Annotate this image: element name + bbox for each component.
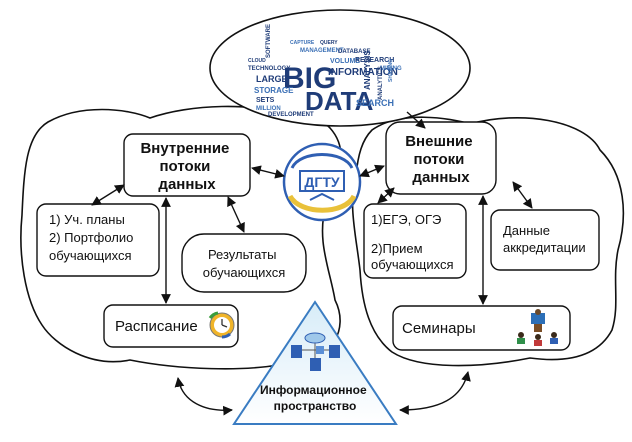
word-cloud-word: ANALYTICS (378, 66, 384, 100)
plans-line-2: 2) Портфолио (49, 230, 133, 245)
external-title-line-2: потоки (413, 151, 464, 168)
word-cloud-word: DEVELOPMENT (268, 112, 314, 118)
external-title-line-1: Внешние (405, 133, 472, 150)
network-servers-icon (291, 332, 340, 371)
seminars-box (392, 305, 571, 351)
accreditation-line-2: аккредитации (503, 240, 586, 255)
exams-line-4: обучающихся (371, 257, 454, 272)
exams-line-3: 2)Прием (371, 241, 423, 256)
results-text: Результаты обучающихся (203, 247, 286, 280)
schedule-text: Расписание (115, 318, 198, 335)
info-space-line-1: Информационное (260, 383, 367, 397)
word-cloud-word: QUERY (320, 40, 338, 46)
word-cloud-word: SOFTWARE (266, 24, 272, 58)
arrow-external-to-exams (377, 187, 395, 204)
word-cloud-word: CAPTURE (290, 40, 315, 46)
arrow-left-cloud-to-info (174, 377, 233, 416)
results-box (181, 233, 307, 293)
plans-line-3: обучающихся (49, 248, 132, 263)
word-cloud-word: SHARING (388, 59, 394, 82)
arrow-ellipse-to-external (406, 111, 426, 129)
arrow-internal-to-results (227, 196, 245, 233)
schedule-box (103, 304, 239, 348)
dgtu-logo-text: ДГТУ (304, 174, 339, 190)
internal-title-line-2: потоки (159, 158, 210, 175)
info-space-line-2: пространство (274, 399, 357, 413)
exams-line-1: 1)ЕГЭ, ОГЭ (371, 212, 441, 227)
arrow-internal-to-plans (91, 184, 125, 206)
word-cloud-word: VOLUME (330, 58, 360, 65)
connector-arrows (91, 111, 533, 416)
big-data-ellipse (209, 9, 471, 127)
word-cloud-word: MILLION (256, 106, 281, 112)
data-word: DATA (305, 86, 374, 116)
info-space-text: Информационное пространство (260, 383, 370, 413)
arrow-external-to-accreditation (512, 181, 533, 209)
internal-flows-title: Внутренние потоки данных (140, 140, 233, 193)
word-cloud-word: STORAGE (254, 86, 294, 95)
internal-title-line-1: Внутренние (140, 140, 229, 157)
word-cloud-word: SETS (256, 97, 275, 104)
arrow-right-cloud-to-info (399, 371, 471, 415)
seminar-speaker-icon (517, 309, 558, 346)
accreditation-text: Данные аккредитации (503, 223, 586, 255)
external-title-line-3: данных (412, 169, 470, 186)
word-cloud-word: MANAGEMENT (300, 48, 344, 54)
big-word: BIG (283, 62, 336, 95)
word-cloud-word: TECHNOLOGY (248, 66, 290, 72)
exams-admission-box (363, 203, 467, 279)
external-flows-box (385, 121, 497, 195)
big-data-word-cloud: BIG DATA LARGE STORAGE INFORMATION SETS VOLU… (248, 24, 402, 118)
internal-flows-box (123, 133, 251, 197)
results-line-2: обучающихся (203, 265, 286, 280)
word-cloud-word: INFORMATION (328, 67, 398, 78)
schedule-clock-icon (208, 311, 235, 339)
word-cloud-word: DATABASE (338, 49, 370, 55)
exams-admission-text: 1)ЕГЭ, ОГЭ 2)Прием обучающихся (371, 212, 454, 272)
external-flows-title: Внешние потоки данных (405, 133, 477, 186)
arrow-internal-to-logo (251, 165, 285, 179)
word-cloud-word: MINING (380, 66, 402, 72)
plans-portfolio-text: 1) Уч. планы 2) Портфолио обучающихся (49, 212, 137, 263)
word-cloud-word: SEARCH (356, 98, 394, 108)
accreditation-box (490, 209, 600, 271)
arrow-logo-to-external (359, 164, 385, 178)
seminars-text: Семинары (402, 320, 476, 337)
internal-title-line-3: данных (158, 176, 216, 193)
plans-line-1: 1) Уч. планы (49, 212, 125, 227)
accreditation-line-1: Данные (503, 223, 550, 238)
results-line-1: Результаты (208, 247, 276, 262)
dgtu-logo: ДГТУ (282, 142, 362, 222)
word-cloud-word: RESEARCH (355, 57, 394, 64)
word-cloud-word: CLOUD (248, 58, 266, 64)
word-cloud-word: LARGE (256, 74, 288, 84)
word-cloud-word: ANALYSIS (363, 50, 372, 90)
